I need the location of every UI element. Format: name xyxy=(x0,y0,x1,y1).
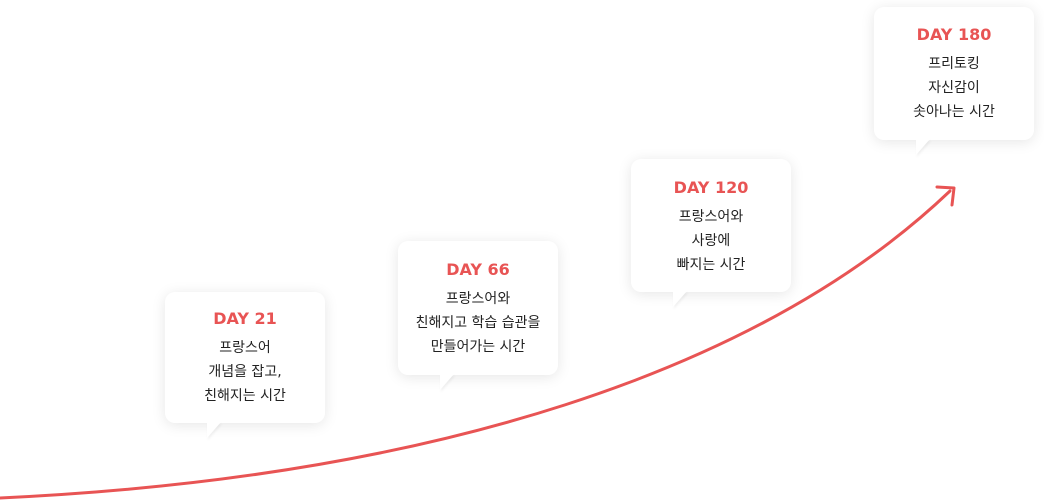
milestone-text-line: 친해지는 시간 xyxy=(204,388,286,404)
milestone-day-21: DAY 21 프랑스어 개념을 잡고, 친해지는 시간 xyxy=(165,292,325,423)
milestone-day-label: DAY 21 xyxy=(213,309,277,328)
milestone-text-line: 프랑스어와 xyxy=(678,209,744,225)
milestone-text-line: 친해지고 학습 습관을 xyxy=(415,315,541,331)
milestone-text-line: 자신감이 xyxy=(928,80,980,96)
milestone-text-line: 빠지는 시간 xyxy=(676,257,746,273)
milestone-text-line: 솟아나는 시간 xyxy=(913,104,995,120)
milestone-day-66: DAY 66 프랑스어와 친해지고 학습 습관을 만들어가는 시간 xyxy=(398,241,558,375)
milestone-text-line: 프랑스어 xyxy=(219,340,271,356)
milestone-text-line: 프리토킹 xyxy=(928,56,980,72)
milestone-text-line: 사랑에 xyxy=(691,233,731,249)
milestone-day-label: DAY 120 xyxy=(673,178,749,197)
milestone-text-line: 만들어가는 시간 xyxy=(430,339,526,355)
growth-curve-line xyxy=(0,189,952,500)
milestone-day-label: DAY 66 xyxy=(446,260,510,279)
milestone-day-120: DAY 120 프랑스어와 사랑에 빠지는 시간 xyxy=(631,159,791,292)
milestone-text-line: 프랑스어와 xyxy=(445,291,511,307)
milestone-day-180: DAY 180 프리토킹 자신감이 솟아나는 시간 xyxy=(874,7,1034,140)
milestone-text-line: 개념을 잡고, xyxy=(208,364,282,380)
arrow-head-icon xyxy=(935,185,956,207)
milestone-day-label: DAY 180 xyxy=(916,25,992,44)
